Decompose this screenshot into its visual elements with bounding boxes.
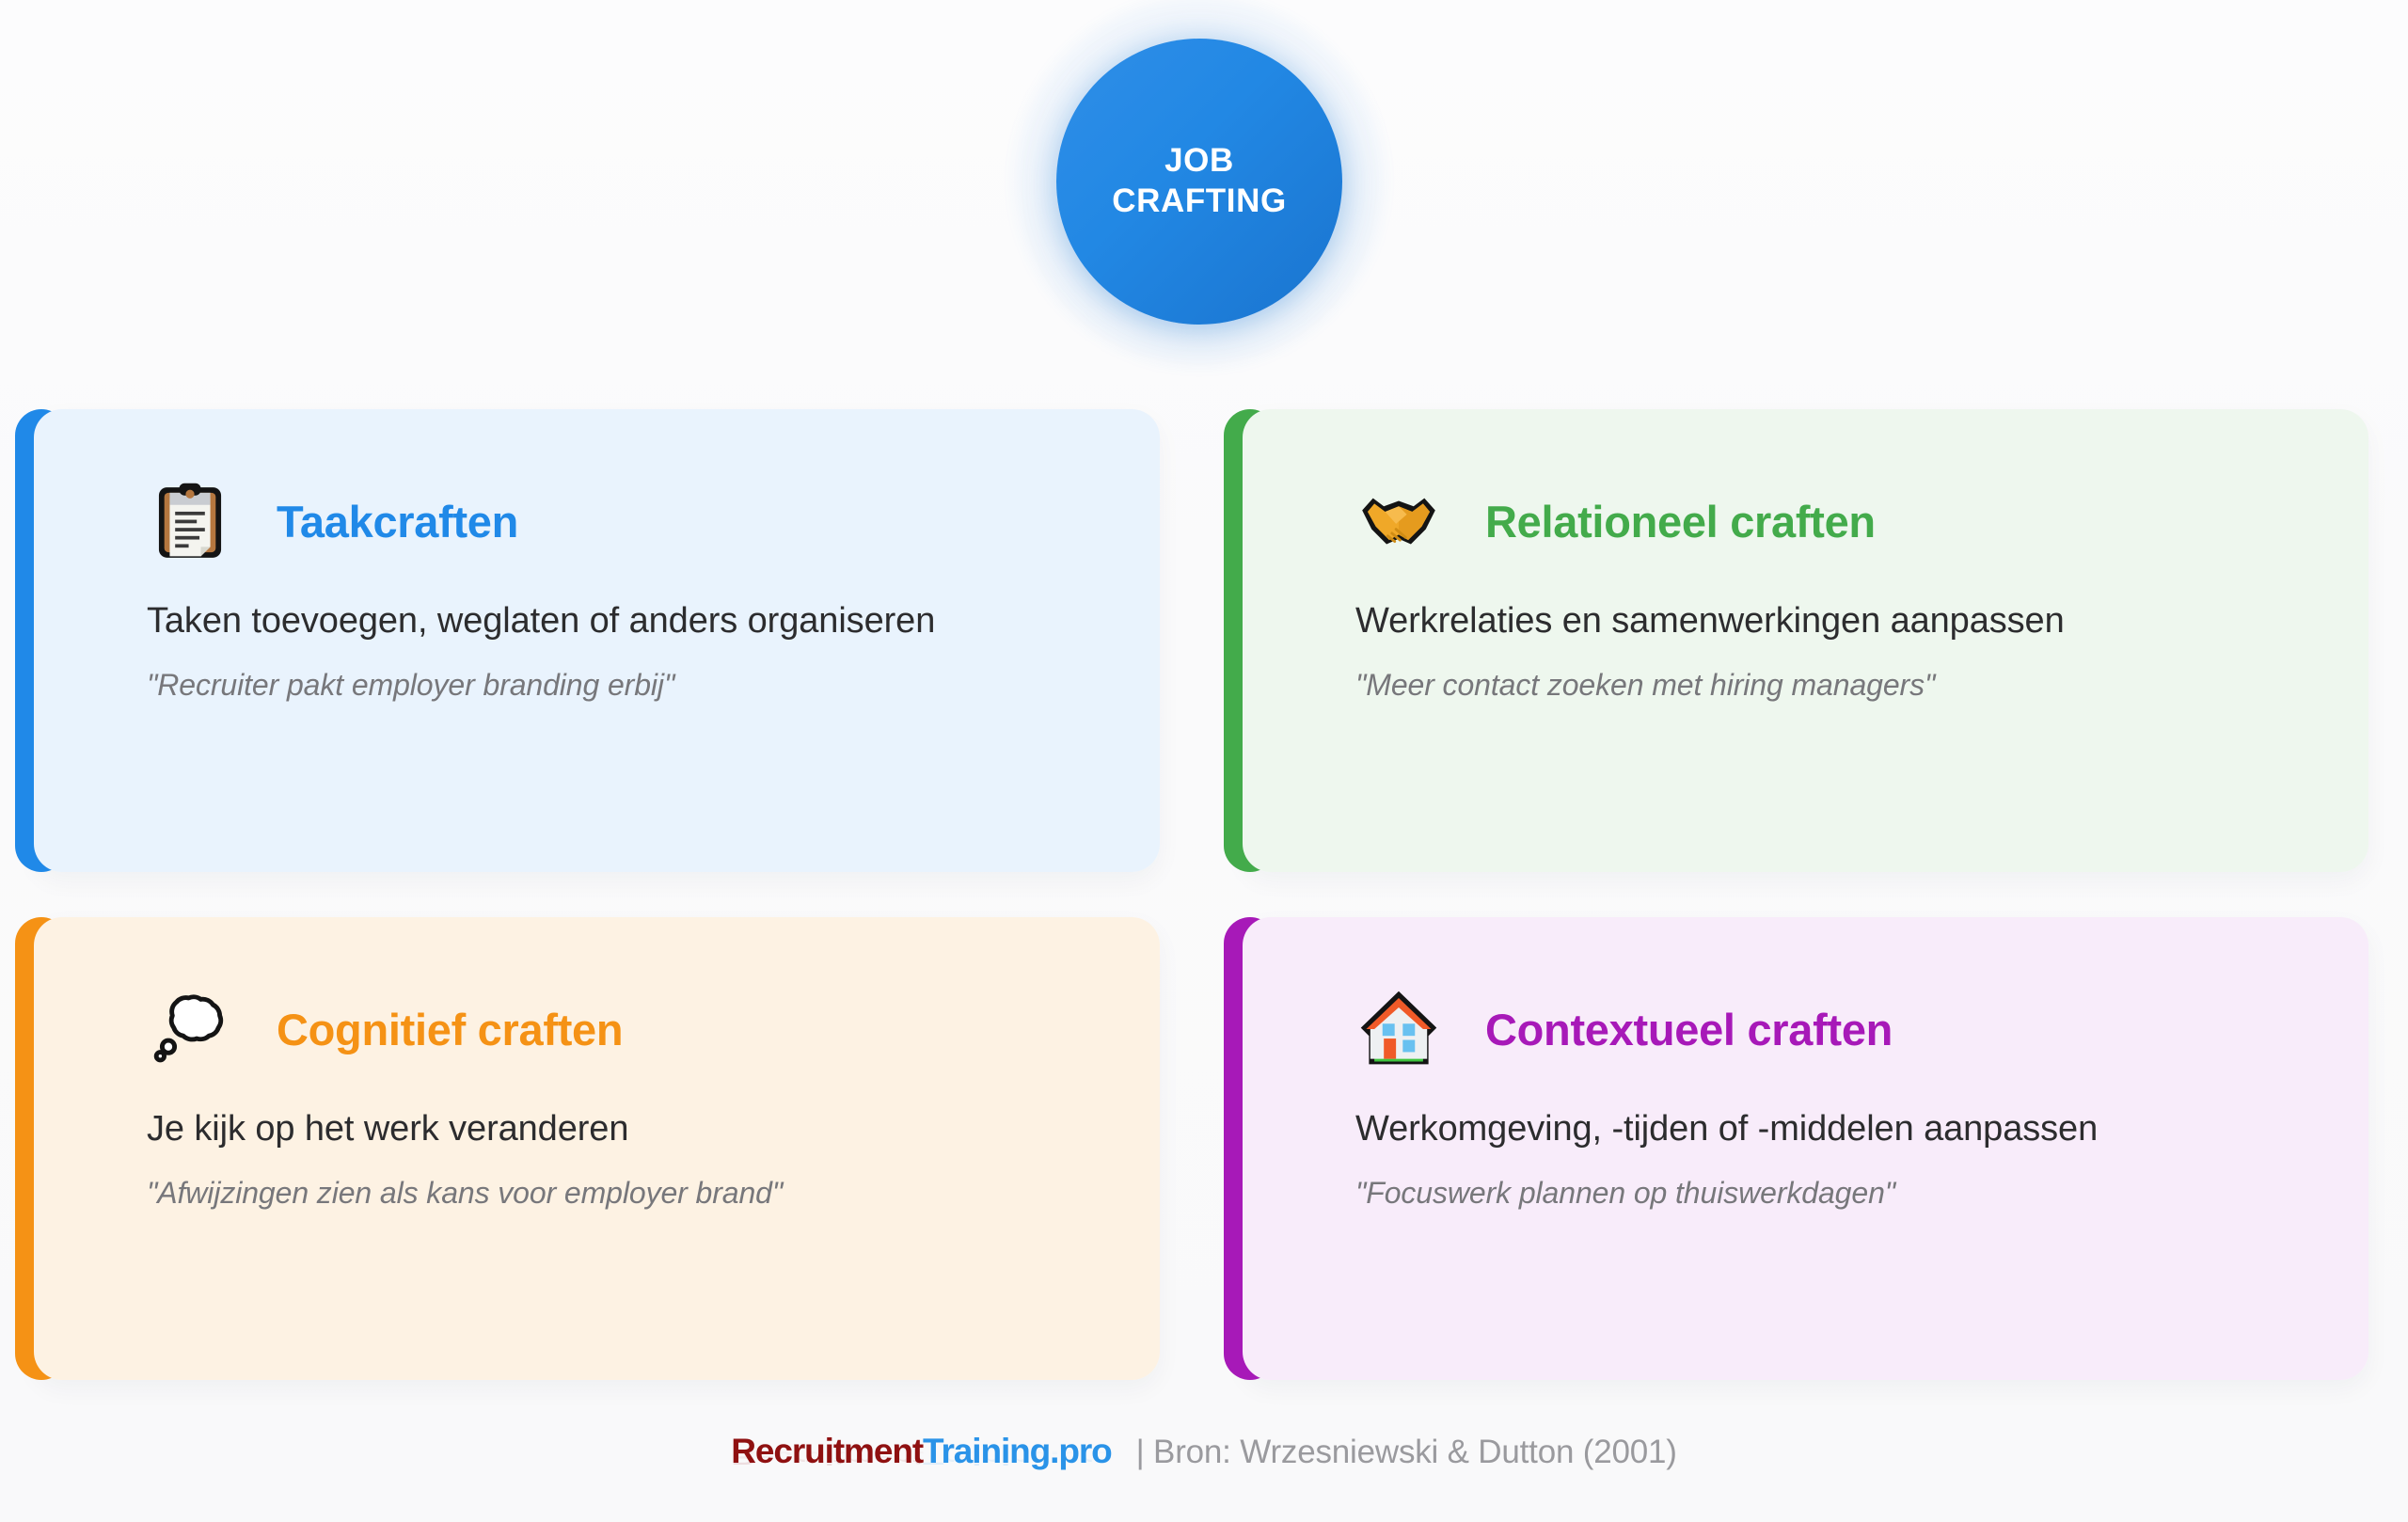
- footer: RecruitmentTraining.pro RecruitmentTrain…: [0, 1434, 2408, 1471]
- card-relationeel-craften[interactable]: Relationeel craften Werkrelaties en same…: [1224, 409, 2368, 872]
- clipboard-icon: [147, 478, 233, 564]
- card-surface: [1243, 409, 2368, 872]
- card-title: Cognitief craften: [277, 1004, 624, 1054]
- card-description: Werkomgeving, -tijden of -middelen aanpa…: [1355, 1109, 2099, 1149]
- card-surface: [1243, 917, 2368, 1380]
- brand-part-recruitment: Recruitment: [731, 1432, 924, 1470]
- card-quote: "Focuswerk plannen op thuiswerkdagen": [1355, 1176, 1896, 1210]
- card-contextueel-craften[interactable]: Contextueel craften Werkomgeving, -tijde…: [1224, 917, 2368, 1380]
- card-cognitief-craften[interactable]: Cognitief craften Je kijk op het werk ve…: [15, 917, 1160, 1380]
- card-header: Relationeel craften: [1355, 475, 2368, 567]
- card-taakcraften[interactable]: Taakcraften Taken toevoegen, weglaten of…: [15, 409, 1160, 872]
- card-header: Cognitief craften: [147, 983, 1160, 1075]
- hub-title-line-1: JOB: [1164, 142, 1234, 180]
- card-description: Werkrelaties en samenwerkingen aanpassen: [1355, 601, 2065, 641]
- card-header: Contextueel craften: [1355, 983, 2368, 1075]
- hub-circle: JOB CRAFTING: [1056, 39, 1342, 325]
- card-quote: "Meer contact zoeken met hiring managers…: [1355, 668, 1936, 702]
- source-citation: | Bron: Wrzesniewski & Dutton (2001): [1135, 1434, 1677, 1470]
- thought-balloon-icon: [147, 986, 233, 1072]
- card-description: Je kijk op het werk veranderen: [147, 1109, 629, 1149]
- brand-part-training: Training.pro: [923, 1432, 1113, 1470]
- card-quote: "Afwijzingen zien als kans voor employer…: [147, 1176, 784, 1210]
- job-crafting-hub: JOB CRAFTING: [1013, 0, 1386, 368]
- card-title: Contextueel craften: [1485, 1004, 1893, 1054]
- card-quote: "Recruiter pakt employer branding erbij": [147, 668, 675, 702]
- brand-logo[interactable]: RecruitmentTraining.pro RecruitmentTrain…: [731, 1432, 1113, 1470]
- hub-title-line-2: CRAFTING: [1112, 182, 1287, 219]
- card-title: Relationeel craften: [1485, 496, 1876, 547]
- card-header: Taakcraften: [147, 475, 1160, 567]
- handshake-icon: [1355, 478, 1442, 564]
- card-surface: [34, 409, 1160, 872]
- house-icon: [1355, 986, 1442, 1072]
- card-title: Taakcraften: [277, 496, 519, 547]
- card-description: Taken toevoegen, weglaten of anders orga…: [147, 601, 936, 641]
- card-surface: [34, 917, 1160, 1380]
